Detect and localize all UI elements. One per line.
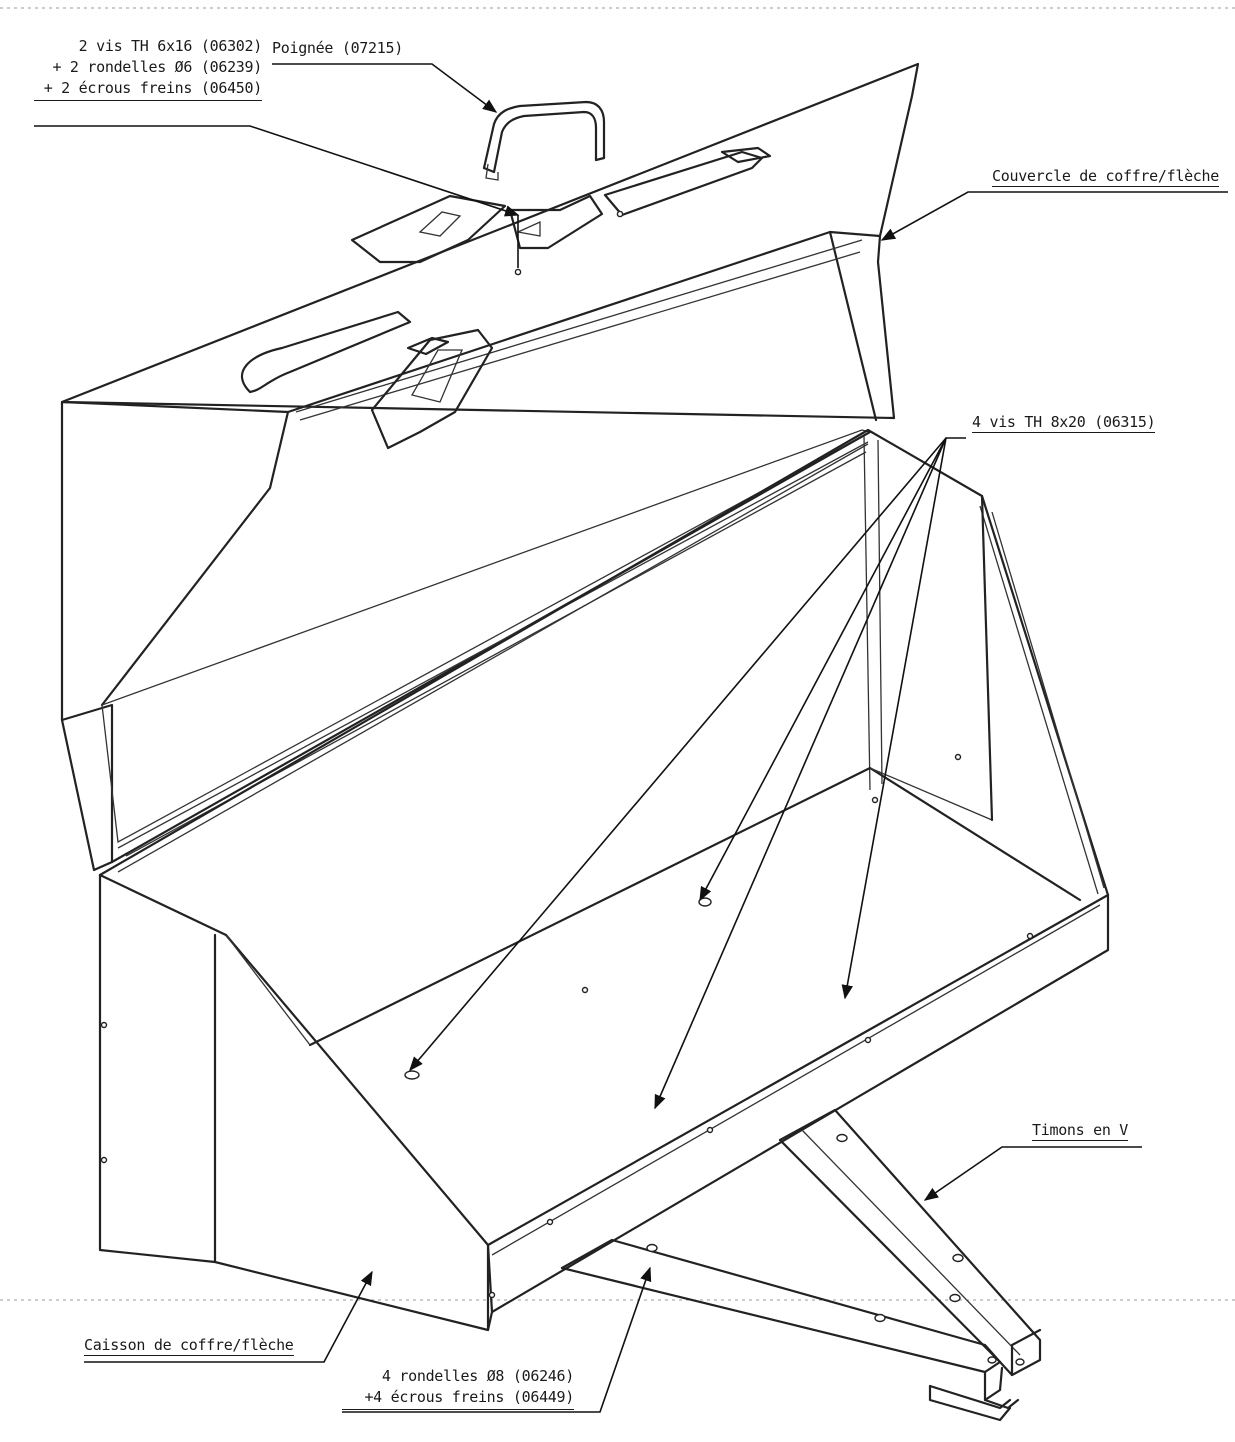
lid-screws-label: 2 vis TH 6x16 (06302) + 2 rondelles Ø6 (… [34, 36, 262, 101]
drawbar-label-text: Timons en V [1032, 1121, 1129, 1141]
drawbar-part [560, 1108, 1042, 1422]
handle-label-text: Poignée (07215) [272, 39, 403, 57]
washers-line1: 4 rondelles Ø8 (06246) [381, 1367, 574, 1385]
lid-screws-line3: + 2 écrous freins (06450) [34, 78, 262, 101]
drawbar-label: Timons en V [1032, 1120, 1128, 1141]
lid-label-text: Couvercle de coffre/flèche [992, 167, 1220, 187]
leader-lines [34, 63, 1228, 1413]
handle-part [482, 100, 606, 181]
lid-screws-line1: 2 vis TH 6x16 (06302) [78, 37, 263, 55]
lid-screws-line2: + 2 rondelles Ø6 (06239) [52, 58, 262, 76]
washers-label: 4 rondelles Ø8 (06246) +4 écrous freins … [342, 1366, 574, 1410]
handle-label: Poignée (07215) [272, 38, 403, 59]
washers-line2: +4 écrous freins (06449) [342, 1387, 574, 1410]
box-screws-label: 4 vis TH 8x20 (06315) [972, 412, 1156, 433]
box-label-text: Caisson de coffre/flèche [84, 1336, 294, 1356]
box-part [98, 428, 1110, 1332]
box-label: Caisson de coffre/flèche [84, 1335, 294, 1356]
lid-part [60, 62, 920, 872]
lid-label: Couvercle de coffre/flèche [992, 166, 1219, 187]
box-screws-label-text: 4 vis TH 8x20 (06315) [972, 413, 1156, 433]
